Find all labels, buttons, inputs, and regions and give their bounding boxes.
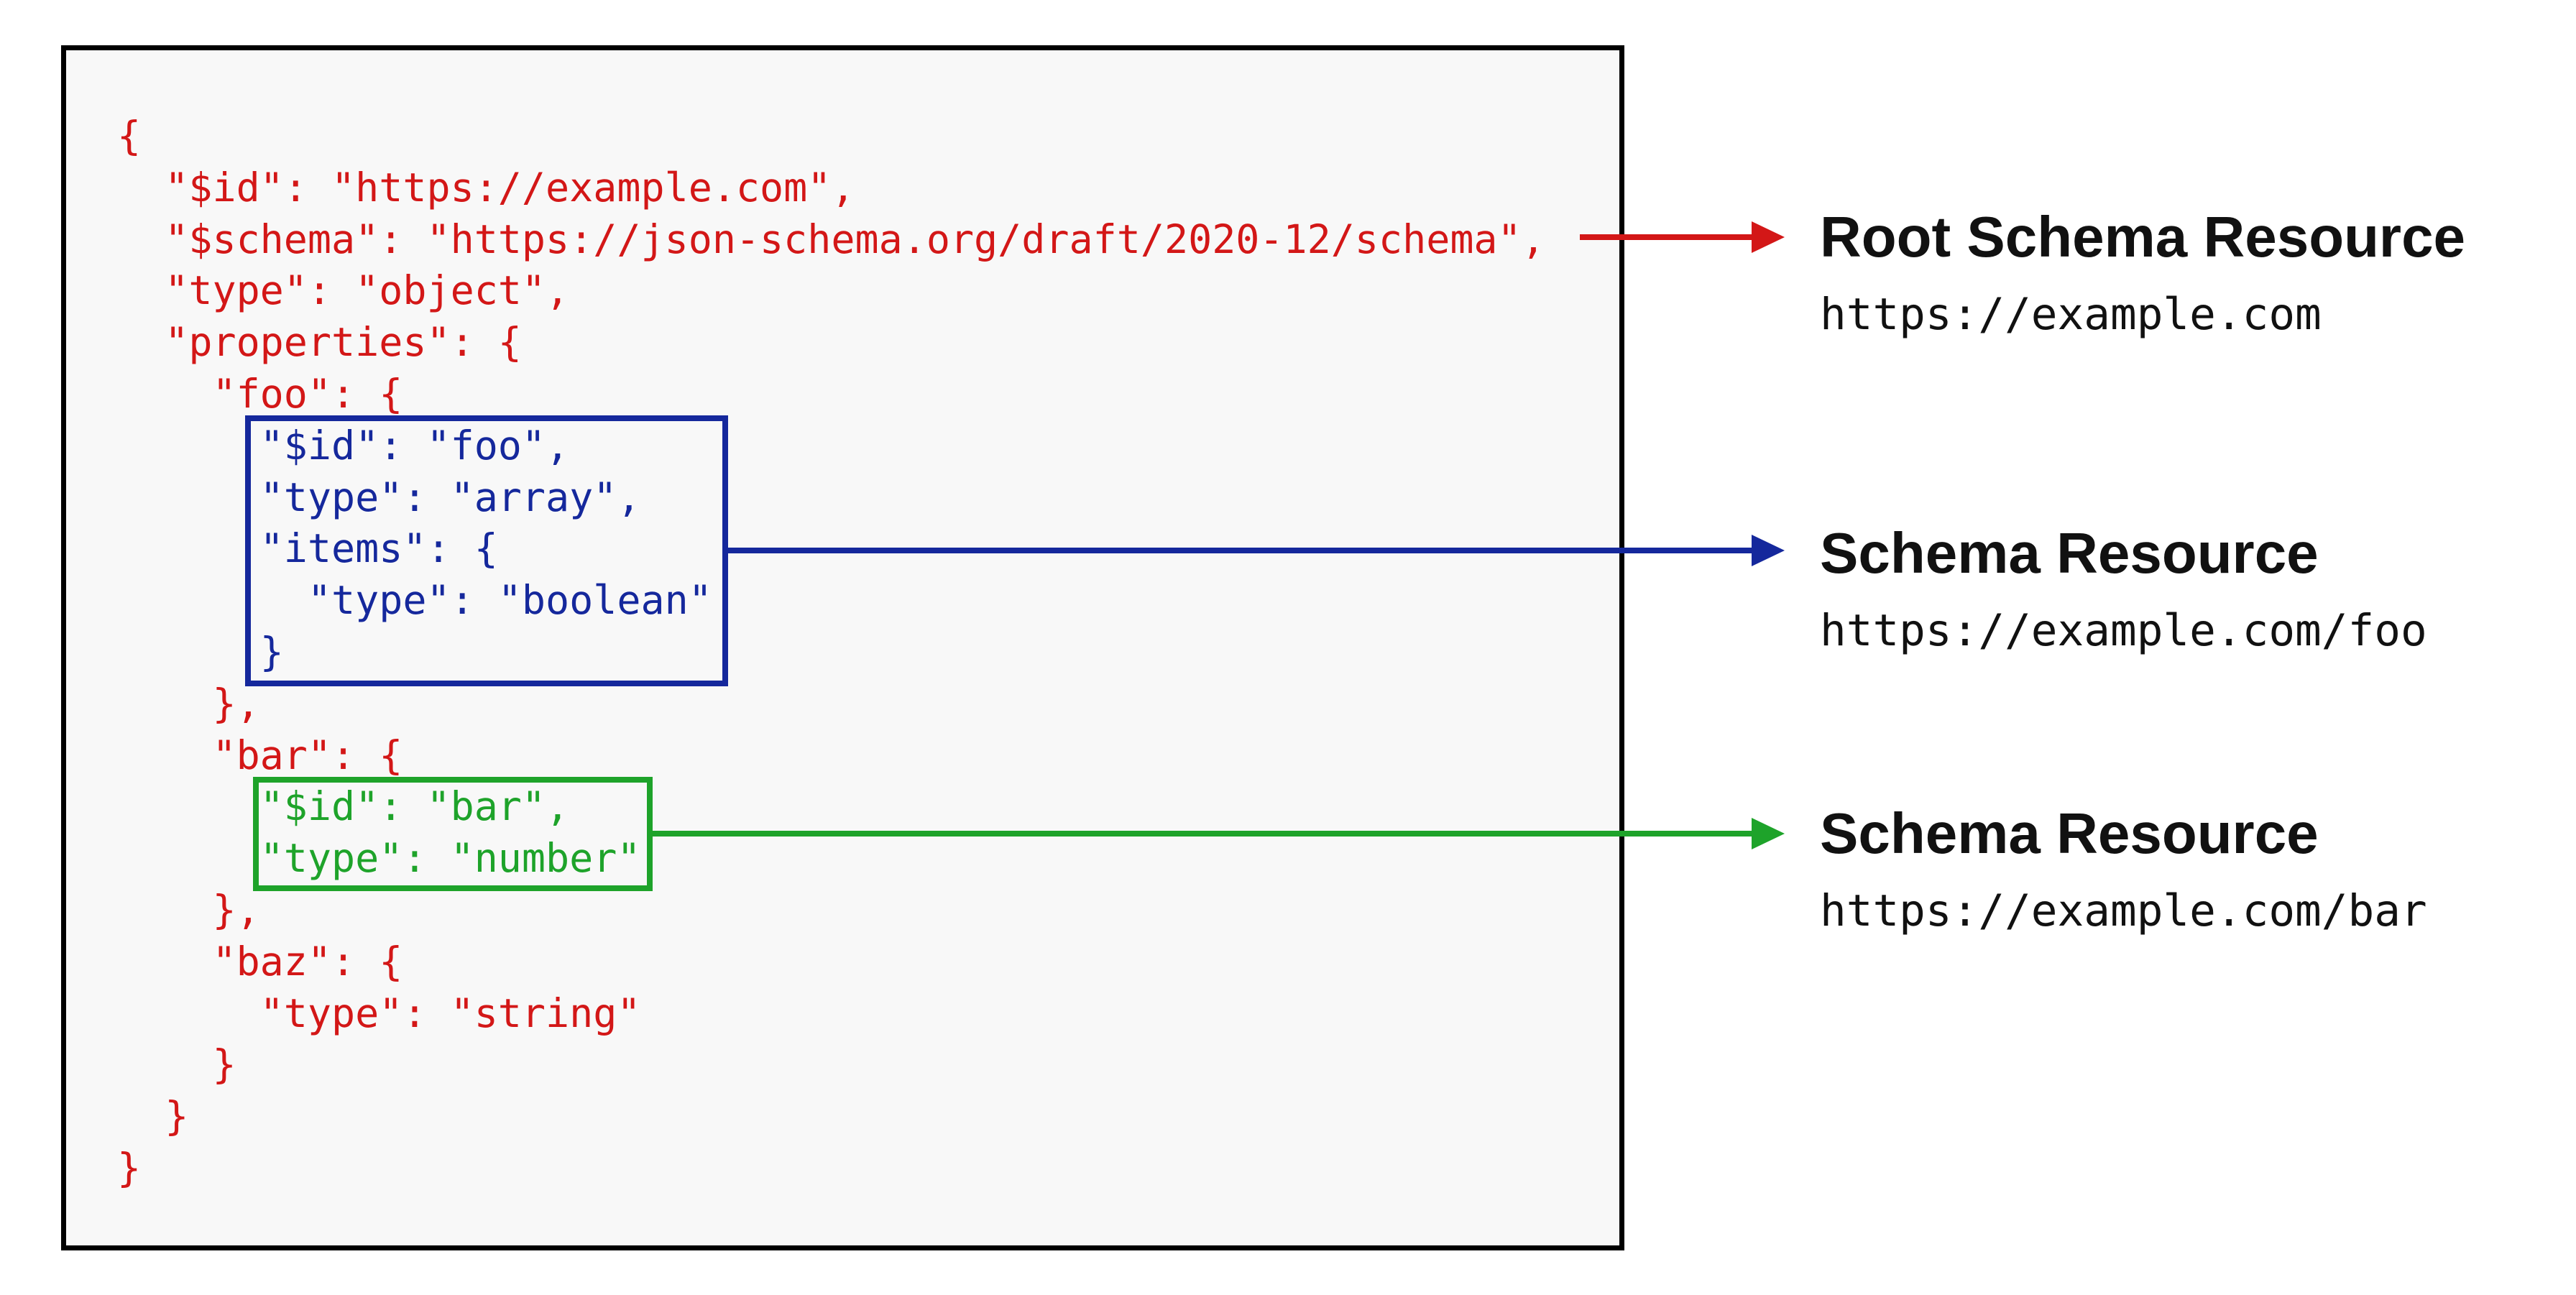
arrow-head-icon bbox=[1752, 535, 1785, 566]
code-line: "type": "object", bbox=[117, 267, 570, 314]
code-line: } bbox=[117, 1093, 189, 1140]
code-line: "$id": "foo", bbox=[117, 422, 570, 469]
code-line: }, bbox=[117, 680, 260, 727]
annotation-url: https://example.com/foo bbox=[1820, 605, 2427, 656]
annotation-title: Schema Resource bbox=[1820, 521, 2319, 585]
code-line: "type": "string" bbox=[117, 990, 641, 1036]
annotation-title: Root Schema Resource bbox=[1820, 205, 2466, 269]
code-line: "type": "boolean" bbox=[117, 577, 712, 624]
arrow-head-icon bbox=[1752, 221, 1785, 253]
foo-schema-resource-box bbox=[245, 415, 728, 686]
arrow-head-icon bbox=[1752, 818, 1785, 849]
code-line: }, bbox=[117, 886, 260, 933]
schema-code-panel bbox=[61, 45, 1624, 1250]
code-line: "items": { bbox=[117, 525, 498, 572]
code-line: "bar": { bbox=[117, 732, 403, 778]
bar-schema-resource-box bbox=[253, 777, 653, 891]
annotation-bar-schema-resource: Schema Resource https://example.com/bar bbox=[1820, 801, 2427, 937]
arrow-shaft bbox=[1580, 234, 1752, 240]
code-line: "$id": "bar", bbox=[117, 783, 570, 830]
annotation-url: https://example.com bbox=[1820, 289, 2322, 340]
code-line: } bbox=[117, 1144, 142, 1191]
code-line: "$id": "https://example.com", bbox=[117, 164, 855, 211]
json-code-block: { "$id": "https://example.com", "$schema… bbox=[117, 111, 1545, 1194]
code-line: "baz": { bbox=[117, 938, 403, 985]
code-line: "foo": { bbox=[117, 370, 403, 417]
arrow-shaft bbox=[725, 548, 1752, 553]
code-line: "type": "number" bbox=[117, 835, 641, 882]
annotation-root-schema-resource: Root Schema Resource https://example.com bbox=[1820, 204, 2465, 341]
code-line: { bbox=[117, 113, 142, 159]
annotation-title: Schema Resource bbox=[1820, 801, 2319, 865]
annotation-url: https://example.com/bar bbox=[1820, 885, 2427, 936]
code-line: } bbox=[117, 1041, 236, 1088]
code-line: } bbox=[117, 628, 284, 675]
code-line: "type": "array", bbox=[117, 474, 641, 520]
arrow-shaft bbox=[650, 831, 1752, 837]
code-line: "properties": { bbox=[117, 319, 522, 366]
code-line: "$schema": "https://json-schema.org/draf… bbox=[117, 216, 1545, 262]
annotation-foo-schema-resource: Schema Resource https://example.com/foo bbox=[1820, 520, 2427, 657]
